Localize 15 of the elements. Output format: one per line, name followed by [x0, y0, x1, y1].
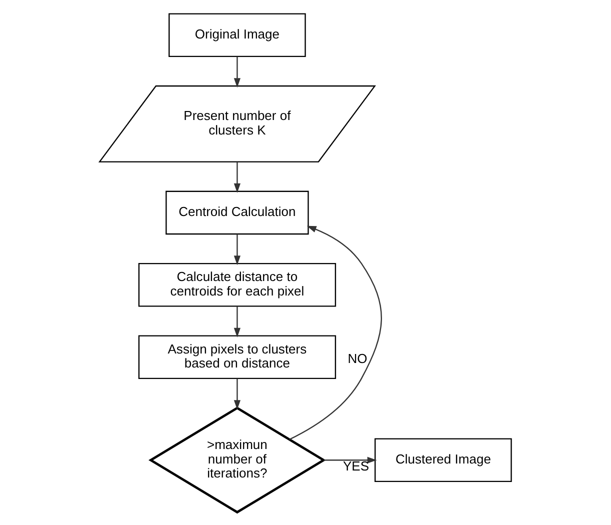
node-box: Assign pixels to clusters based on distance [138, 334, 336, 379]
node-box: Calculate distance to centroids for each pixel [138, 262, 336, 306]
arrow [234, 162, 241, 192]
arrow [289, 225, 382, 440]
node-diamond: >maximun number of iterations? [148, 406, 326, 514]
arrow [234, 234, 241, 265]
node-box: Clustered Image [374, 438, 512, 482]
arrow [234, 378, 241, 410]
arrow [234, 306, 241, 337]
edge-label: NO [348, 350, 368, 366]
edge-label: YES [342, 458, 370, 474]
node-box: Centroid Calculation [166, 190, 309, 234]
arrow [324, 456, 377, 463]
arrow [234, 56, 241, 88]
node-box: Original Image [168, 12, 306, 57]
